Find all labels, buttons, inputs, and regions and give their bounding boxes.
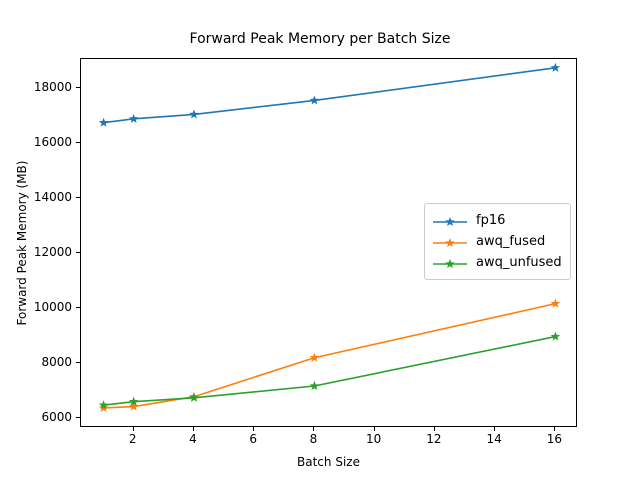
y-axis-label: Forward Peak Memory (MB): [15, 160, 29, 326]
x-tick-label: 4: [189, 432, 197, 446]
x-tick-mark: [373, 427, 375, 431]
y-tick-label: 14000: [33, 189, 72, 204]
legend-item-fp16[interactable]: fp16: [432, 210, 562, 231]
series-line: [103, 66, 556, 124]
y-tick-label: 12000: [33, 244, 72, 259]
data-point-marker: [550, 62, 561, 72]
y-tick-mark: [76, 87, 80, 89]
data-point-marker: [98, 117, 109, 127]
y-tick-mark: [76, 251, 80, 253]
x-tick-label: 12: [426, 432, 442, 446]
legend-label: fp16: [476, 212, 506, 228]
y-tick-mark: [76, 196, 80, 198]
series-fp16: [98, 62, 561, 127]
series-line: [103, 335, 556, 407]
data-point-marker: [189, 392, 199, 402]
x-tick-mark: [313, 427, 315, 431]
x-tick-mark: [433, 427, 435, 431]
x-tick-mark: [192, 427, 194, 431]
x-tick-label: 2: [128, 432, 137, 446]
x-tick-mark: [494, 427, 496, 431]
x-tick-label: 6: [249, 432, 258, 446]
plot-series-svg: [98, 62, 561, 412]
y-tick-mark: [76, 416, 80, 418]
y-axis-tick-labels: 6000 8000 10000 12000 14000 16000 18000: [0, 0, 80, 480]
x-tick-label: 8: [309, 432, 318, 446]
data-point-marker: [128, 401, 139, 411]
x-tick-label: 14: [486, 432, 502, 446]
data-point-marker: [98, 402, 109, 412]
data-point-marker: [309, 380, 320, 391]
legend-line-marker-icon: [432, 235, 468, 249]
data-point-marker: [128, 396, 139, 406]
x-tick-mark: [253, 427, 255, 431]
series-line: [103, 302, 556, 409]
legend-label: awq_unfused: [476, 254, 562, 270]
data-point-marker: [189, 109, 199, 119]
y-tick-label: 18000: [33, 80, 72, 95]
series-awq_fused: [98, 298, 561, 412]
legend-label: awq_fused: [476, 233, 546, 249]
data-point-marker: [98, 400, 109, 410]
data-point-marker: [128, 113, 139, 123]
data-point-marker: [550, 298, 561, 308]
chart-title: Forward Peak Memory per Batch Size: [189, 31, 451, 47]
data-point-marker: [309, 95, 320, 105]
x-axis-label: Batch Size: [297, 455, 360, 469]
x-tick-label: 10: [366, 432, 382, 446]
x-tick-mark: [132, 427, 134, 431]
y-tick-label: 6000: [41, 409, 72, 424]
y-tick-mark: [76, 142, 80, 143]
series-awq_unfused: [98, 331, 561, 410]
legend-item-awq_unfused[interactable]: awq_unfused: [432, 252, 562, 273]
legend-item-awq_fused[interactable]: awq_fused: [432, 231, 562, 252]
y-tick-mark: [76, 306, 80, 308]
plot-area: [80, 58, 577, 427]
y-tick-label: 8000: [41, 354, 72, 369]
y-tick-mark: [76, 361, 80, 363]
y-tick-label: 16000: [33, 135, 72, 149]
data-point-marker: [550, 331, 561, 341]
legend-line-marker-icon: [432, 214, 468, 228]
y-tick-label: 10000: [33, 299, 72, 314]
chart-legend[interactable]: fp16 awq_fused awq_unfused: [424, 203, 571, 280]
x-tick-mark: [554, 427, 556, 431]
x-tick-label: 16: [546, 432, 563, 446]
data-point-marker: [309, 352, 320, 362]
legend-line-marker-icon: [432, 256, 468, 270]
